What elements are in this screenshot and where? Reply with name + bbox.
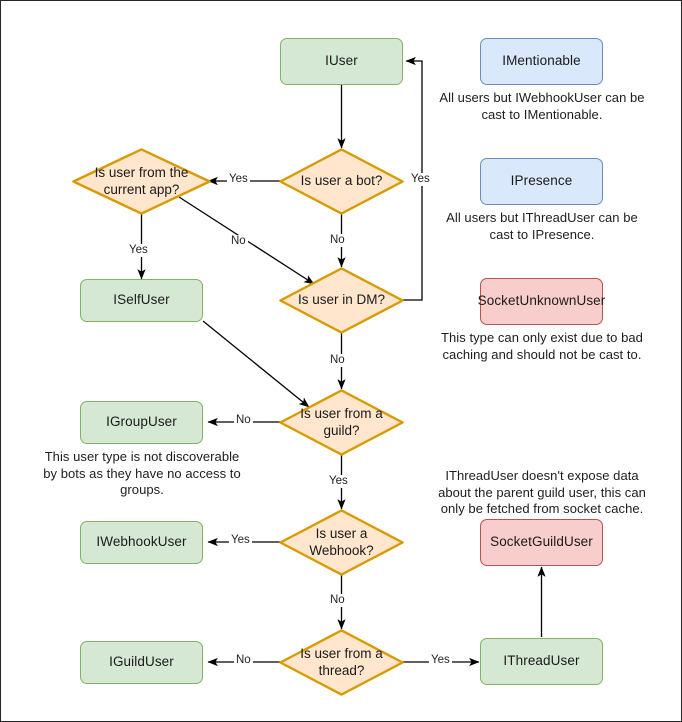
node-socket-unknown-user-label: SocketUnknownUser <box>477 293 606 309</box>
node-iguild-user-label: IGuildUser <box>109 654 174 670</box>
decision-is-user-a-webhook[interactable]: Is user a Webhook? <box>279 509 404 576</box>
node-iwebhook-user[interactable]: IWebhookUser <box>80 521 203 564</box>
node-ithread-user[interactable]: IThreadUser <box>480 638 603 685</box>
decision-label: Is user a bot? <box>300 173 383 189</box>
node-ipresence[interactable]: IPresence <box>480 158 603 205</box>
decision-is-user-a-bot[interactable]: Is user a bot? <box>279 148 404 215</box>
decision-label: Is user from a thread? <box>300 645 383 678</box>
node-iself-user[interactable]: ISelfUser <box>80 279 203 322</box>
node-ithread-user-label: IThreadUser <box>503 653 580 669</box>
node-ipresence-label: IPresence <box>510 173 573 189</box>
edge-label-currentapp-yes: Yes <box>127 244 150 257</box>
node-socket-guild-user[interactable]: SocketGuildUser <box>480 519 603 566</box>
decision-label: Is user from the current app? <box>94 164 189 197</box>
decision-is-user-from-a-guild[interactable]: Is user from a guild? <box>279 389 404 456</box>
node-iuser[interactable]: IUser <box>280 38 403 85</box>
edge-label-bot-yes: Yes <box>227 173 250 186</box>
diamond-shape <box>279 148 404 215</box>
node-iguild-user[interactable]: IGuildUser <box>80 641 203 684</box>
edge-label-webhook-yes: Yes <box>229 534 252 547</box>
decision-is-user-from-a-thread[interactable]: Is user from a thread? <box>279 629 404 696</box>
node-socket-guild-user-label: SocketGuildUser <box>490 534 593 550</box>
node-socket-unknown-user[interactable]: SocketUnknownUser <box>477 278 606 325</box>
node-iuser-label: IUser <box>325 53 358 69</box>
node-igroup-user[interactable]: IGroupUser <box>80 401 203 444</box>
edge-label-bot-no: No <box>328 234 347 247</box>
decision-is-user-from-current-app[interactable]: Is user from the current app? <box>72 148 211 215</box>
edge-label-thread-no: No <box>234 654 253 667</box>
diamond-shape <box>279 509 404 576</box>
node-igroup-user-label: IGroupUser <box>106 414 177 430</box>
note-imentionable: All users but IWebhookUser can be cast t… <box>439 90 645 122</box>
edge-label-guild-no: No <box>234 414 253 427</box>
node-iself-user-label: ISelfUser <box>113 292 170 308</box>
node-imentionable-label: IMentionable <box>502 53 581 69</box>
edge-label-dm-yes: Yes <box>409 173 432 186</box>
node-imentionable[interactable]: IMentionable <box>480 38 603 85</box>
note-socket-guild-user: IThreadUser doesn't expose data about th… <box>438 468 646 517</box>
note-ipresence: All users but IThreadUser can be cast to… <box>446 210 638 242</box>
note-igroup-user: This user type is not discoverable by bo… <box>43 449 241 498</box>
edge-label-dm-no: No <box>328 354 347 367</box>
decision-is-user-in-dm[interactable]: Is user in DM? <box>279 267 404 334</box>
diamond-shape <box>279 629 404 696</box>
decision-label: Is user a Webhook? <box>309 525 374 558</box>
edge-label-guild-yes: Yes <box>327 475 350 488</box>
node-iwebhook-user-label: IWebhookUser <box>96 534 187 550</box>
decision-label: Is user in DM? <box>297 292 386 308</box>
decision-label: Is user from a guild? <box>300 405 383 438</box>
edge-label-currentapp-no: No <box>229 235 248 248</box>
diamond-shape <box>279 267 404 334</box>
edge-label-thread-yes: Yes <box>429 654 452 667</box>
note-socket-unknown-user: This type can only exist due to bad cach… <box>441 330 643 362</box>
edge-label-webhook-no: No <box>328 594 347 607</box>
diamond-shape <box>279 389 404 456</box>
diamond-shape <box>72 148 211 215</box>
